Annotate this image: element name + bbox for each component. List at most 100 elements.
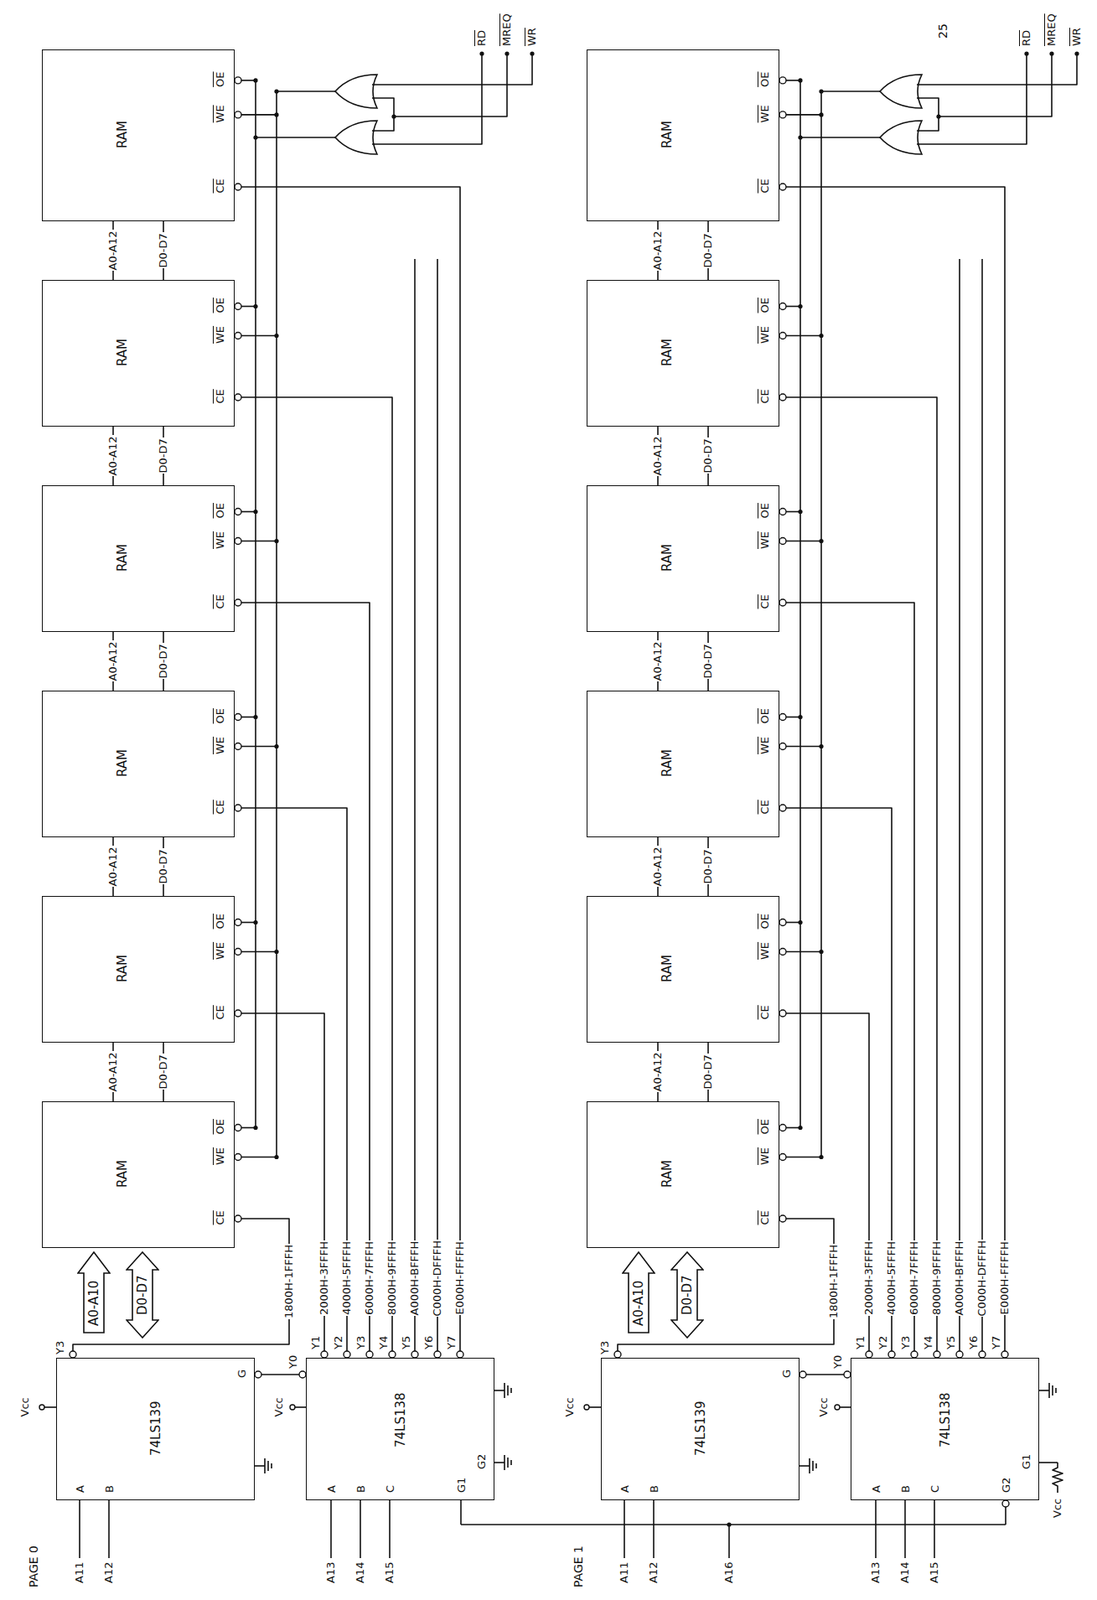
- inversion-bubble: [234, 538, 242, 545]
- inversion-bubble: [254, 1371, 262, 1378]
- chip-label: RAM: [660, 1159, 675, 1188]
- inversion-bubble: [434, 1350, 441, 1358]
- inversion-bubble: [779, 743, 787, 751]
- or-gate: [879, 120, 922, 155]
- chip-label: 74LS138: [938, 1391, 953, 1448]
- pin-label: WE: [759, 736, 772, 755]
- bus-label: A0-A12: [107, 434, 120, 477]
- signal-label: Y2: [877, 1335, 891, 1351]
- pin-label: OE: [759, 913, 772, 929]
- decoder-chip: 74LS138ABCG1G2: [850, 1357, 1040, 1501]
- bus-label: D0-D7: [702, 437, 715, 474]
- signal-label: A14: [899, 1561, 912, 1584]
- chip-label: 74LS138: [393, 1391, 409, 1448]
- address-range-label: 6000H-7FFFH: [908, 1240, 922, 1316]
- inversion-bubble: [779, 804, 787, 812]
- signal-label: Y5: [945, 1335, 958, 1351]
- bus-label: D0-D7: [157, 642, 171, 679]
- signal-label: WR: [526, 26, 539, 47]
- pin-label: A: [619, 1485, 632, 1493]
- inversion-bubble: [234, 1215, 242, 1222]
- ground-symbol: [507, 1457, 509, 1468]
- or-gate: [879, 74, 922, 109]
- pin-label: WE: [214, 531, 228, 549]
- signal-label: MREQ: [501, 12, 514, 47]
- address-range-label: 8000H-9FFFH: [931, 1240, 944, 1316]
- pin-label: CE: [759, 1004, 772, 1020]
- bus-label: D0-D7: [157, 848, 171, 885]
- inversion-bubble: [779, 599, 787, 606]
- ground-symbol: [1051, 1385, 1054, 1396]
- signal-label: Vcc: [1051, 1497, 1065, 1519]
- junction-dot: [797, 134, 803, 140]
- ground-symbol: [503, 1454, 506, 1470]
- pin-label: WE: [759, 1147, 772, 1165]
- decoder-output: [958, 258, 961, 1351]
- junction-dot: [818, 88, 823, 94]
- chip-label: RAM: [115, 954, 130, 983]
- inversion-bubble: [978, 1350, 986, 1358]
- pin-label: WE: [214, 941, 228, 960]
- chip-label: RAM: [660, 338, 675, 367]
- pin-label: G: [236, 1369, 249, 1378]
- signal-label: A15: [928, 1561, 942, 1584]
- address-range-label: 6000H-7FFFH: [363, 1240, 377, 1316]
- pin-label: WE: [214, 104, 228, 123]
- signal-label: A11: [73, 1561, 87, 1584]
- inversion-bubble: [456, 1350, 464, 1358]
- supply-lead: [839, 1406, 851, 1408]
- inversion-bubble: [1001, 1350, 1009, 1358]
- inversion-bubble: [888, 1350, 896, 1358]
- inversion-bubble: [234, 111, 242, 119]
- connector-wire: [254, 1373, 306, 1376]
- connector-wire: [234, 1013, 325, 1358]
- gate-output: [276, 90, 336, 93]
- chip-label: RAM: [660, 543, 675, 572]
- pin-label: OE: [214, 297, 228, 313]
- inversion-bubble: [799, 1371, 807, 1378]
- inversion-bubble: [411, 1350, 419, 1358]
- inversion-bubble: [320, 1350, 328, 1358]
- supply-lead: [294, 1406, 306, 1408]
- pin-label: OE: [759, 708, 772, 724]
- signal-label: Y7: [990, 1335, 1004, 1351]
- connector-wire: [234, 807, 347, 1358]
- address-input: [1004, 1506, 1007, 1525]
- inversion-bubble: [779, 538, 787, 545]
- bus-label: D0-D7: [157, 437, 171, 474]
- address-input: [460, 1500, 462, 1525]
- address-input: [460, 1523, 1006, 1526]
- write-enable-wire: [241, 745, 277, 748]
- inversion-bubble: [234, 508, 242, 516]
- inversion-bubble: [779, 1009, 787, 1017]
- connector-wire: [779, 186, 1005, 1358]
- write-enable-wire: [241, 113, 277, 116]
- inversion-bubble: [388, 1350, 396, 1358]
- address-range-label: 8000H-9FFFH: [386, 1240, 399, 1316]
- control-input: [916, 53, 1077, 85]
- signal-label: RD: [476, 29, 489, 47]
- signal-label: Y2: [332, 1335, 346, 1351]
- bus-arrow: D0-D7: [125, 1251, 160, 1339]
- ground-symbol: [812, 1460, 814, 1471]
- gate-output: [800, 136, 880, 139]
- pin-label: G2: [476, 1454, 489, 1470]
- chip-label: A0-A10: [87, 1280, 102, 1326]
- signal-label: Y1: [310, 1335, 323, 1351]
- signal-label: Y4: [377, 1335, 391, 1351]
- signal-label: A13: [869, 1561, 883, 1584]
- pin-label: CE: [214, 178, 228, 193]
- write-enable-wire: [241, 1156, 277, 1159]
- pin-label: OE: [214, 502, 228, 518]
- gate-output: [255, 136, 336, 139]
- signal-label: A11: [618, 1561, 632, 1584]
- signal-label: RD: [1020, 29, 1034, 47]
- bus-arrow: A0-A10: [621, 1251, 656, 1334]
- address-input: [652, 1500, 655, 1558]
- pin-label: CE: [214, 799, 228, 814]
- ram-chip: RAMOEWECE: [41, 895, 235, 1043]
- junction-dot: [391, 113, 396, 119]
- signal-label: Y6: [967, 1335, 981, 1351]
- inversion-bubble: [779, 183, 787, 191]
- ground-lead: [1039, 1389, 1050, 1392]
